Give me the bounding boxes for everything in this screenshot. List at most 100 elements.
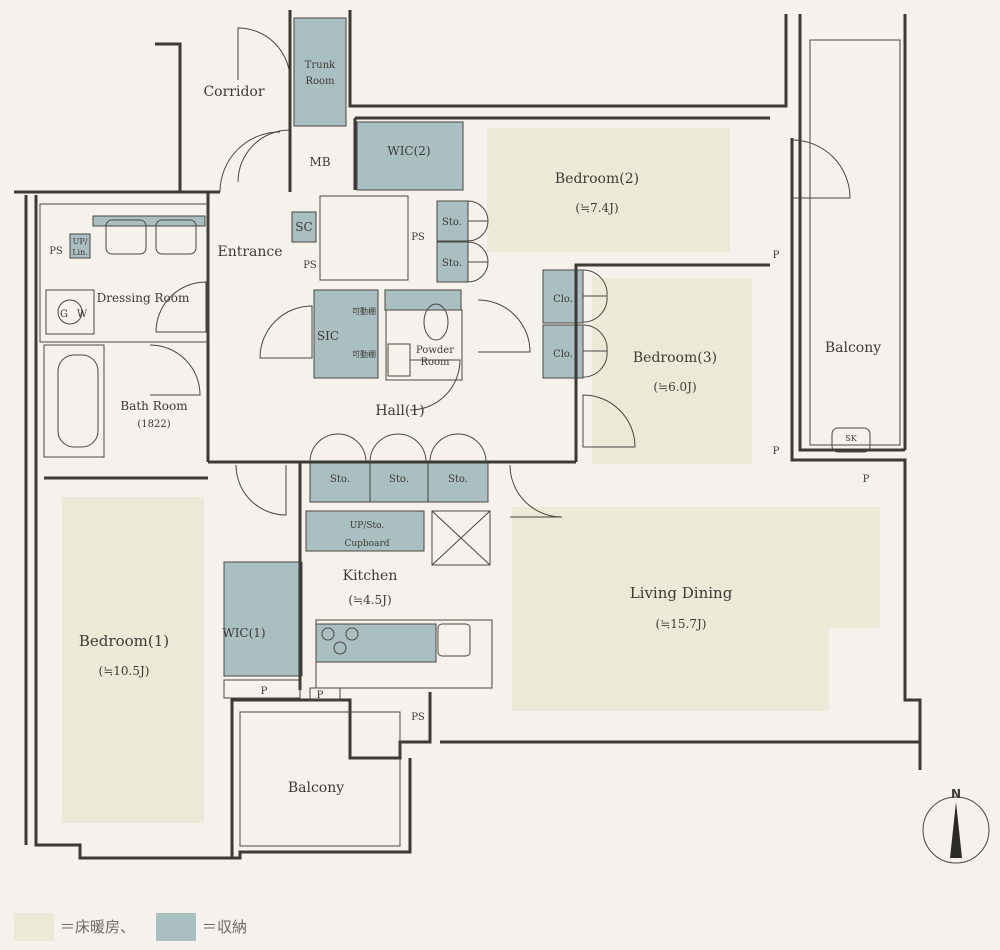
label-kadou-1: 可動棚	[352, 306, 376, 316]
powder-shelf	[384, 289, 462, 311]
label-living: Living Dining	[630, 584, 733, 602]
label-powder-1: Powder	[416, 345, 454, 356]
p-box-1	[223, 679, 301, 699]
door-entrance	[219, 131, 281, 193]
north-wall-right	[348, 10, 788, 108]
sink-left	[105, 219, 147, 255]
door-powder	[409, 359, 461, 411]
label-bedroom1-size: (≒10.5J)	[99, 664, 150, 678]
label-cupboard: Cupboard	[344, 539, 389, 549]
label-mb: MB	[309, 155, 330, 169]
label-kadou-2: 可動棚	[352, 349, 376, 359]
label-hall1: Hall(1)	[375, 403, 424, 419]
west-wall	[34, 195, 412, 860]
door-sto-2	[369, 433, 427, 463]
label-sc: SC	[295, 220, 312, 234]
label-gw-w: W	[77, 309, 88, 320]
legend-storage-swatch	[156, 913, 196, 941]
kitchen-counter	[315, 623, 437, 663]
east-inner-wall	[790, 138, 907, 510]
label-ps-entrance: PS	[411, 232, 425, 243]
wic2-box	[356, 121, 464, 191]
door-sto-1	[309, 433, 367, 463]
sto-3-box	[427, 461, 489, 503]
sto-1-box	[309, 461, 371, 503]
stove-icon	[321, 627, 359, 655]
south-wall-bedroom1	[230, 692, 432, 858]
label-kitchen: Kitchen	[343, 568, 398, 584]
label-ps-left: PS	[49, 246, 63, 257]
kitchen-island	[315, 619, 493, 689]
door-clo-a	[582, 269, 608, 323]
label-bedroom3-size: (≒6.0J)	[653, 380, 696, 394]
door-corridor-1	[237, 27, 291, 81]
washer-outline	[45, 289, 95, 335]
dressing-outline	[39, 203, 209, 343]
sto-b-box	[436, 241, 469, 283]
kitchen-sink	[437, 623, 471, 657]
door-sic	[259, 305, 313, 359]
compass-north-label: N	[951, 787, 961, 801]
legend: ＝床暖房、 ＝収納	[14, 913, 247, 941]
washer-drum	[57, 299, 83, 325]
sc-box	[291, 211, 317, 243]
door-sto-a	[467, 200, 489, 242]
legend-heated-swatch	[14, 913, 54, 941]
door-corridor-2	[237, 129, 291, 183]
cupboard-box	[305, 510, 425, 552]
toilet	[423, 303, 449, 341]
label-sto-a: Sto.	[442, 217, 462, 228]
label-sk: SK	[845, 434, 857, 443]
door-bedroom2-lower	[477, 299, 531, 353]
p-box-2	[309, 687, 341, 701]
bathtub-outline	[43, 344, 105, 458]
door-bedroom1	[235, 464, 287, 516]
door-living	[509, 464, 563, 518]
door-bedroom3	[582, 394, 636, 448]
door-sto-b	[467, 241, 489, 283]
bedroom1-floor	[62, 497, 204, 823]
trunk-room-box	[293, 17, 347, 127]
ps-box-outline	[319, 195, 409, 281]
fridge-space	[431, 510, 491, 566]
label-balcony-bottom: Balcony	[288, 780, 344, 796]
sink-right	[155, 219, 197, 255]
label-bath: Bath Room	[120, 399, 188, 413]
powder-sink	[387, 343, 411, 377]
label-ps-small: PS	[303, 260, 317, 271]
powder-outline	[385, 309, 463, 381]
label-sto-3: Sto.	[448, 474, 468, 485]
label-p3: P	[773, 250, 780, 261]
bedroom3-wall	[574, 263, 770, 462]
living-floor	[512, 507, 880, 711]
label-bedroom3: Bedroom(3)	[633, 350, 717, 366]
label-upsto: UP/Sto.	[350, 521, 385, 531]
sk-sink	[831, 427, 871, 453]
label-bedroom1: Bedroom(1)	[79, 632, 169, 650]
bathtub-inner	[57, 354, 99, 448]
label-bedroom2-size: (≒7.4J)	[575, 201, 618, 215]
corridor-wall-left	[155, 42, 220, 194]
door-sto-3	[429, 433, 487, 463]
label-sto-b: Sto.	[442, 258, 462, 269]
doors	[149, 27, 851, 518]
label-uplin-2: Lin.	[72, 248, 88, 257]
door-balcony	[791, 139, 851, 199]
label-corridor: Corridor	[203, 84, 264, 100]
sto-2-box	[369, 461, 429, 503]
legend-storage-text: ＝収納	[202, 918, 247, 936]
walls	[14, 10, 922, 860]
wic1-box	[223, 561, 303, 677]
label-powder-2: Room	[420, 357, 450, 368]
label-uplin-1: UP/	[73, 237, 88, 246]
balcony-right-outline	[809, 39, 901, 446]
balcony-bottom-outline	[239, 711, 401, 847]
label-sic: SIC	[317, 329, 339, 343]
label-bath-size: (1822)	[137, 419, 170, 430]
label-p4: P	[773, 446, 780, 457]
label-p1: P	[261, 686, 268, 697]
door-bath	[149, 344, 201, 396]
label-trunk-2: Room	[305, 76, 335, 87]
legend-heated-text: ＝床暖房、	[60, 918, 135, 936]
